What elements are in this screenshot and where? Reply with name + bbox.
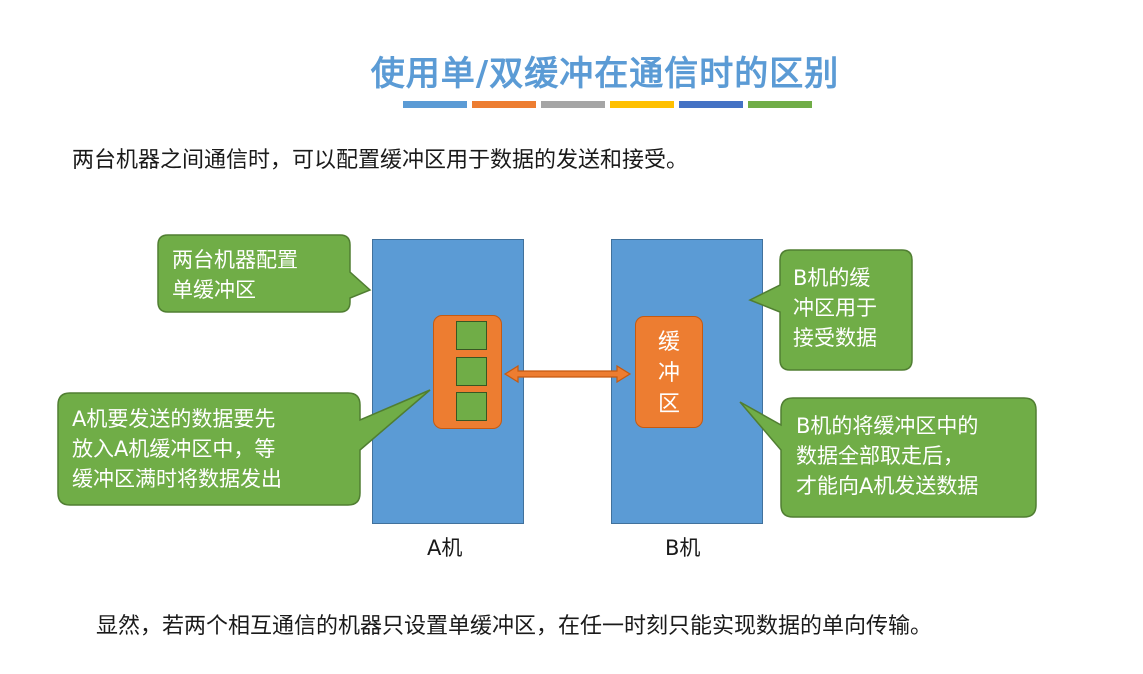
- callout-bottom-right-text: B机的将缓冲区中的 数据全部取走后， 才能向A机发送数据: [796, 411, 978, 501]
- buffer-b-char-3: 区: [657, 392, 680, 417]
- callout-bottom-left-shape: [57, 389, 431, 506]
- intro-text: 两台机器之间通信时，可以配置缓冲区用于数据的发送和接受。: [72, 148, 689, 173]
- double-arrow-icon: [503, 364, 632, 384]
- slide-title: 使用单/双缓冲在通信时的区别: [370, 54, 840, 94]
- callout-bottom-left-line-2: 放入A机缓冲区中，等: [72, 437, 276, 461]
- machine-b-buffer-label: 缓 冲 区: [636, 327, 702, 420]
- callout-top-right-shape: [748, 249, 913, 371]
- callout-bottom-right-line-1: B机的将缓冲区中的: [796, 414, 979, 438]
- machine-b-buffer: 缓 冲 区: [635, 316, 703, 428]
- machine-a-label: A机: [427, 536, 463, 560]
- callout-top-right-line-1: B机的缓: [793, 266, 871, 290]
- color-bar-4: [610, 101, 674, 108]
- callout-bottom-right-line-2: 数据全部取走后，: [796, 444, 964, 468]
- buffer-b-char-2: 冲: [657, 361, 680, 386]
- color-bar-1: [403, 101, 467, 108]
- machine-a-buffer: [433, 315, 502, 429]
- callout-top-right-line-2: 冲区用于: [793, 296, 877, 320]
- callout-bottom-left-line-1: A机要发送的数据要先: [72, 407, 276, 431]
- buffer-a-slot-1: [456, 321, 487, 350]
- conclusion-text: 显然，若两个相互通信的机器只设置单缓冲区，在任一时刻只能实现数据的单向传输。: [96, 614, 933, 639]
- color-bar-3: [541, 101, 605, 108]
- callout-bottom-right-line-3: 才能向A机发送数据: [796, 474, 979, 498]
- color-bar-5: [679, 101, 743, 108]
- machine-b-label: B机: [665, 536, 701, 560]
- color-bar-2: [472, 101, 536, 108]
- callout-top-left-line-1: 两台机器配置: [172, 248, 298, 272]
- buffer-a-slot-2: [456, 357, 487, 386]
- callout-top-right-text: B机的缓 冲区用于 接受数据: [793, 263, 877, 353]
- callout-top-left-line-2: 单缓冲区: [172, 278, 256, 302]
- color-bar-6: [748, 101, 812, 108]
- callout-top-left-shape: [157, 234, 372, 313]
- callout-bottom-left-line-3: 缓冲区满时将数据发出: [72, 467, 282, 491]
- callout-bottom-left-text: A机要发送的数据要先 放入A机缓冲区中，等 缓冲区满时将数据发出: [72, 404, 282, 494]
- buffer-b-char-1: 缓: [657, 330, 680, 355]
- callout-top-right-line-3: 接受数据: [793, 326, 877, 350]
- callout-top-left-text: 两台机器配置 单缓冲区: [172, 245, 298, 305]
- callout-bottom-right-shape: [739, 397, 1037, 518]
- buffer-a-slot-3: [456, 392, 487, 421]
